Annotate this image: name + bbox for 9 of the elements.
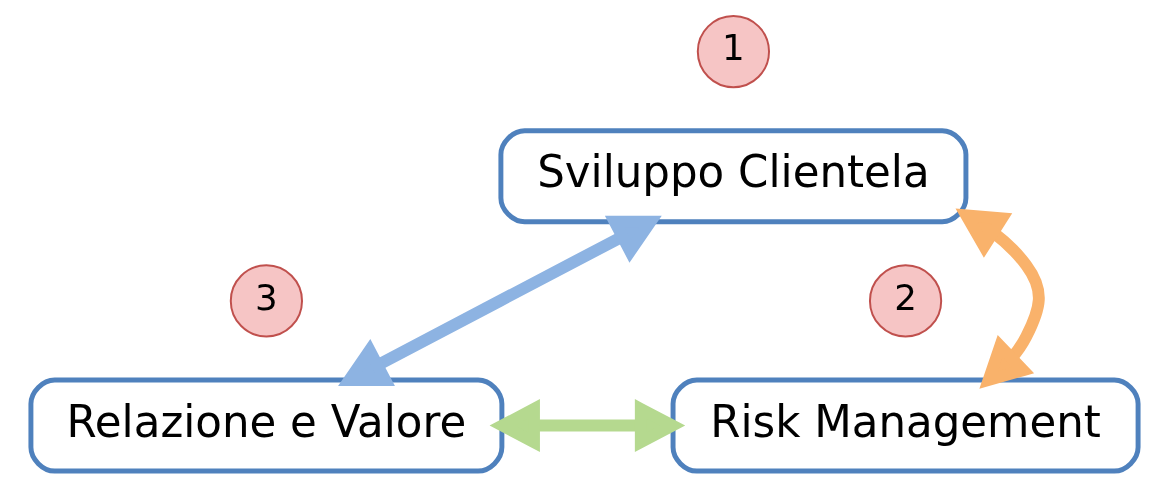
node-circle: 3: [229, 264, 303, 338]
node-box: Sviluppo Clientela: [498, 128, 969, 225]
arrow: [955, 208, 1045, 389]
node-circle: 2: [868, 264, 943, 338]
node-circle: 1: [696, 14, 770, 89]
node-box: Risk Management: [670, 377, 1141, 474]
node-box: Relazione e Valore: [28, 377, 505, 474]
arrow: [489, 399, 686, 452]
arrow: [338, 215, 662, 386]
